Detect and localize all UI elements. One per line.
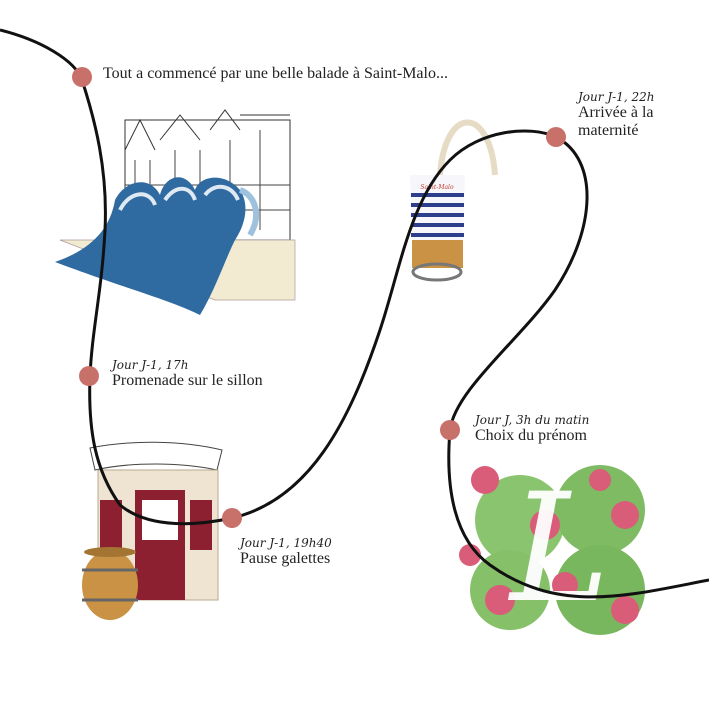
event-5: Jour J, 3h du matin Choix du prénom — [475, 413, 589, 445]
event-3: Jour J-1, 19h40 Pause galettes — [240, 536, 332, 568]
event-1: Tout a commencé par une belle balade à S… — [103, 65, 448, 83]
creperie-illustration — [82, 441, 223, 620]
saint-malo-waves-illustration — [55, 109, 296, 315]
timeline-dot-5 — [440, 420, 460, 440]
event-4: Jour J-1, 22h Arrivée à la maternité — [578, 90, 698, 140]
event-time: Jour J-1, 22h — [578, 90, 655, 104]
event-time: Jour J-1, 19h40 — [240, 536, 332, 550]
event-time: Jour J-1, 17h — [112, 358, 189, 372]
timeline-dot-2 — [79, 366, 99, 386]
event-title: Pause galettes — [240, 550, 331, 567]
monogram-letter: L — [507, 462, 610, 636]
beach-bag-illustration: Saint-Malo — [410, 119, 498, 282]
bag-lettering: Saint-Malo — [420, 184, 454, 191]
event-title: Promenade sur le sillon — [112, 372, 263, 389]
event-title: Tout a commencé par une belle balade à S… — [103, 65, 448, 82]
lotus-monogram-illustration: L — [459, 462, 645, 636]
event-title: Choix du prénom — [475, 427, 587, 444]
timeline-path — [0, 28, 709, 599]
event-2: Jour J-1, 17h Promenade sur le sillon — [112, 358, 263, 390]
event-title: Arrivée à la maternité — [578, 104, 654, 139]
event-time: Jour J, 3h du matin — [475, 413, 590, 427]
timeline-dot-3 — [222, 508, 242, 528]
timeline-dot-4 — [546, 127, 566, 147]
timeline-dot-1 — [72, 67, 92, 87]
